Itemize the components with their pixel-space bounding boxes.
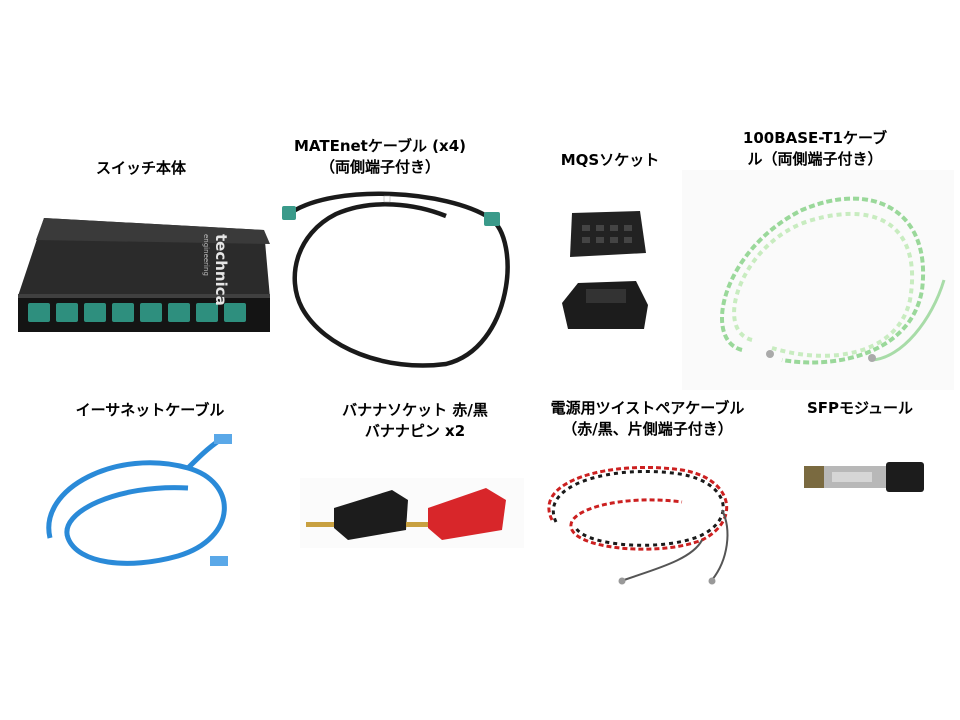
switch-image: technica engineering xyxy=(14,210,272,334)
label-t1-line2: ル（両側端子付き） xyxy=(747,150,883,168)
label-sfp: SFPモジュール xyxy=(790,398,930,419)
banana-plugs-image xyxy=(300,478,524,548)
label-power: 電源用ツイストペアケーブル （赤/黒、片側端子付き） xyxy=(535,398,760,440)
label-matenet-line2: （両側端子付き） xyxy=(319,158,440,176)
label-matenet: MATEnetケーブル (x4) （両側端子付き） xyxy=(270,136,490,178)
label-switch-line1: スイッチ本体 xyxy=(95,159,186,177)
label-mqs-line1: MQSソケット xyxy=(560,151,660,169)
t1-cable-image xyxy=(682,170,954,390)
label-matenet-line1: MATEnetケーブル (x4) xyxy=(293,137,467,155)
label-ethernet-line1: イーサネットケーブル xyxy=(75,401,225,419)
sfp-module-image xyxy=(802,460,928,496)
mqs-socket-image xyxy=(556,205,656,335)
label-mqs: MQSソケット xyxy=(545,150,675,171)
matenet-cable-image xyxy=(276,188,512,372)
label-banana-line2: バナナピン x2 xyxy=(364,422,466,440)
label-banana-line1: バナナソケット 赤/黒 xyxy=(342,401,488,419)
label-switch: スイッチ本体 xyxy=(66,158,216,179)
power-cable-image xyxy=(532,450,746,588)
label-t1: 100BASE-T1ケーブ ル（両側端子付き） xyxy=(715,128,915,170)
switch-brand-subtext: engineering xyxy=(202,234,210,276)
switch-ports xyxy=(28,303,246,322)
label-ethernet: イーサネットケーブル xyxy=(60,400,240,421)
label-t1-line1: 100BASE-T1ケーブ xyxy=(742,129,888,147)
label-banana: バナナソケット 赤/黒 バナナピン x2 xyxy=(320,400,510,442)
switch-brand-text: technica xyxy=(212,234,230,306)
label-sfp-line1: SFPモジュール xyxy=(807,399,913,417)
label-power-line2: （赤/黒、片側端子付き） xyxy=(562,420,733,438)
label-power-line1: 電源用ツイストペアケーブル xyxy=(550,399,745,417)
ethernet-cable-image xyxy=(38,428,248,578)
